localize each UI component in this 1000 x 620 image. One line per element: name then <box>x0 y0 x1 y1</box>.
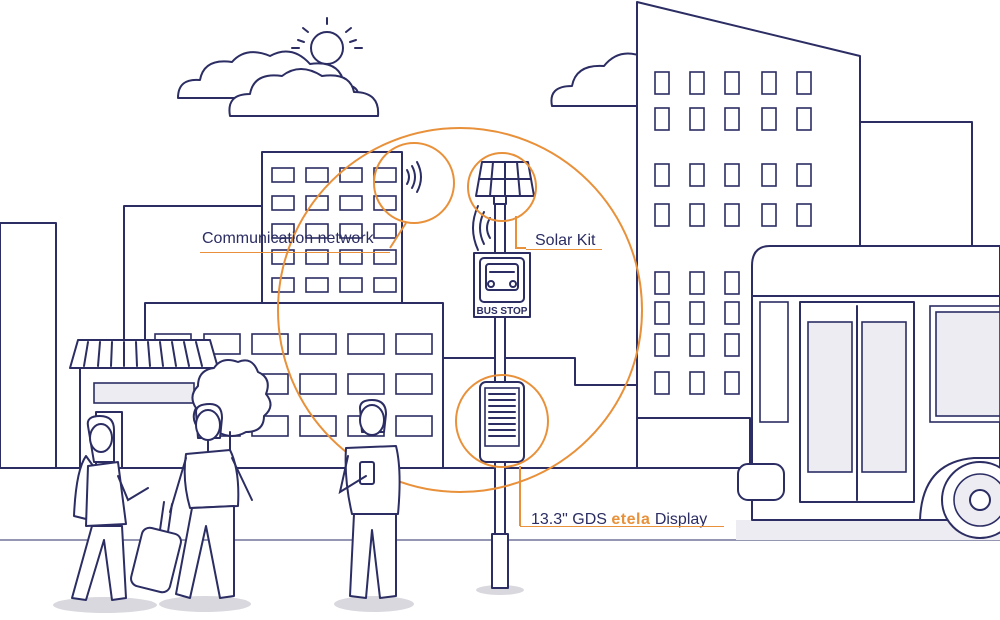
building-window <box>689 203 705 227</box>
building-window <box>724 71 740 95</box>
building-window <box>724 371 740 395</box>
building-window <box>271 195 295 211</box>
building-window <box>271 277 295 293</box>
building-window <box>654 371 670 395</box>
building-window <box>689 271 705 295</box>
communication-network-text: Communication network <box>202 230 374 247</box>
building-window <box>373 167 397 183</box>
building-window <box>761 163 777 187</box>
building-window <box>373 277 397 293</box>
building-window <box>299 373 337 395</box>
building-window <box>339 195 363 211</box>
highlight-circles <box>277 127 643 526</box>
building-window <box>796 71 812 95</box>
building-window <box>724 301 740 325</box>
building-window <box>724 163 740 187</box>
building-window <box>373 223 397 239</box>
display-size-text: 13.3" GDS <box>531 511 607 528</box>
shop-building <box>69 339 219 469</box>
solar-panel <box>475 161 535 205</box>
building-window <box>689 163 705 187</box>
building-window <box>724 203 740 227</box>
building-window <box>373 249 397 265</box>
wireless-signal-icon-pole <box>472 205 491 251</box>
building-window <box>796 163 812 187</box>
building-window <box>654 301 670 325</box>
building-window <box>395 333 433 355</box>
building-window <box>654 71 670 95</box>
building-window <box>654 163 670 187</box>
bus-shadow <box>736 520 1000 540</box>
bus-stop-sign: BUS STOP <box>473 252 531 318</box>
building-window <box>724 107 740 131</box>
building-window <box>347 333 385 355</box>
building-window <box>305 167 329 183</box>
display-label: 13.3" GDS etela Display <box>531 510 707 530</box>
solar-kit-text: Solar Kit <box>535 232 596 249</box>
person-woman <box>53 415 157 613</box>
building-window <box>689 107 705 131</box>
person-man-walking <box>159 403 253 612</box>
display-underline <box>520 526 724 527</box>
display-suffix-text: Display <box>654 511 708 528</box>
building-window <box>305 223 329 239</box>
building-window <box>689 71 705 95</box>
solar-kit-label: Solar Kit <box>535 231 595 251</box>
building-window <box>339 167 363 183</box>
building-window <box>395 373 433 395</box>
building-window <box>796 203 812 227</box>
cloud-left <box>177 50 380 117</box>
wireless-signal-icon <box>406 161 422 193</box>
building-window <box>796 107 812 131</box>
bus-stop-sign-text: BUS STOP <box>477 306 528 317</box>
building-window <box>347 373 385 395</box>
building-window <box>251 333 289 355</box>
person-man-phone <box>334 399 414 612</box>
building-window <box>271 223 295 239</box>
building-window <box>271 167 295 183</box>
building-window <box>654 203 670 227</box>
building-window <box>654 271 670 295</box>
bus <box>737 245 1000 539</box>
building-window <box>305 277 329 293</box>
building-window <box>299 415 337 437</box>
suitcase <box>130 501 182 594</box>
building-window <box>654 333 670 357</box>
building-window <box>299 333 337 355</box>
building-window <box>761 71 777 95</box>
building-window <box>339 277 363 293</box>
sun-icon <box>291 17 363 65</box>
building-window <box>689 301 705 325</box>
building-window <box>724 271 740 295</box>
communication-network-underline <box>200 252 390 253</box>
building-window <box>305 249 329 265</box>
building-window <box>761 203 777 227</box>
building-window <box>339 223 363 239</box>
etela-logo: etela <box>611 511 651 528</box>
building-window <box>724 333 740 357</box>
building-window <box>339 249 363 265</box>
building-window <box>761 107 777 131</box>
solar-kit-underline <box>526 249 602 250</box>
building-window <box>654 107 670 131</box>
communication-network-label: Communication network <box>202 229 374 249</box>
building-window <box>689 371 705 395</box>
epaper-display <box>479 381 525 463</box>
building-window <box>395 415 433 437</box>
building-window <box>689 333 705 357</box>
